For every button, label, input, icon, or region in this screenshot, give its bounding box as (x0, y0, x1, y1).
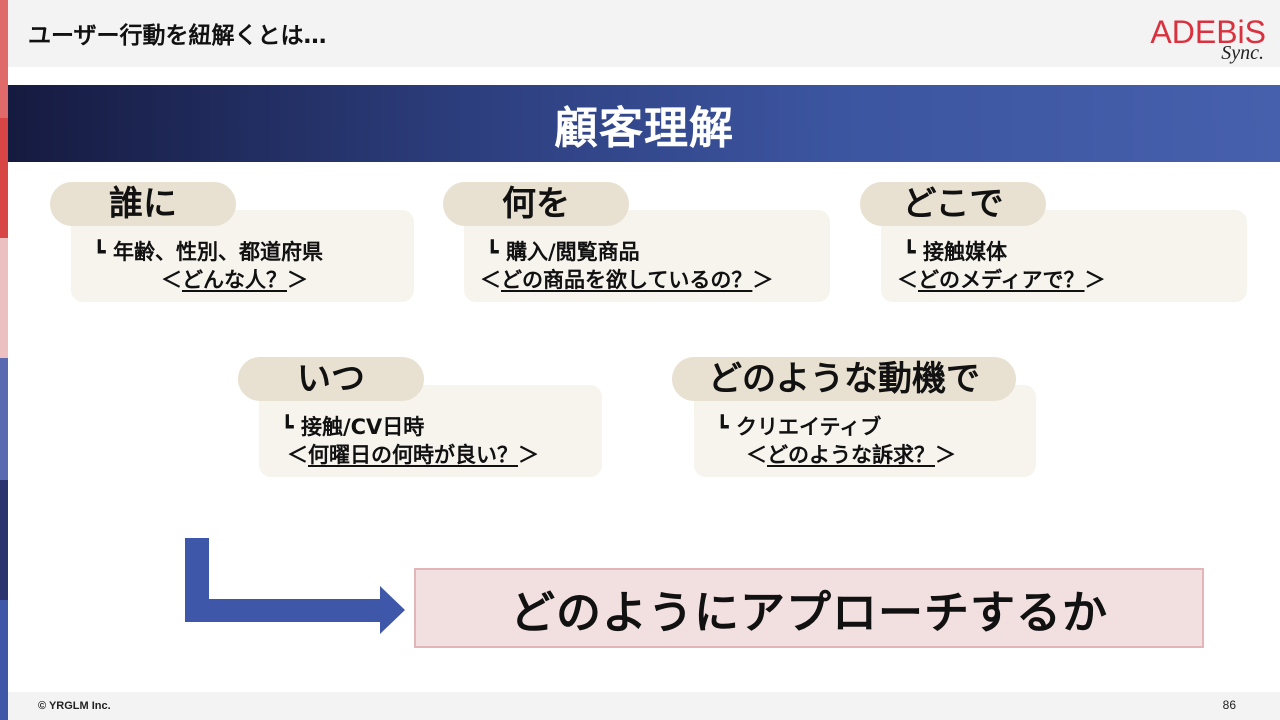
card-detail: ┗ 年齢、性別、都道府県 (93, 240, 323, 264)
section-banner: 顧客理解 (8, 85, 1280, 162)
card-tab-who: 誰に (50, 182, 236, 226)
slide-footer: © YRGLM Inc. 86 (8, 692, 1280, 720)
right-turn-arrow-icon (185, 538, 405, 634)
card-question: ＜どのような訴求？＞ (746, 443, 956, 467)
copyright: © YRGLM Inc. (38, 700, 111, 712)
card-question: ＜どんな人？＞ (161, 268, 308, 292)
card-tab-where: どこで (860, 182, 1046, 226)
left-color-stripe (0, 0, 8, 720)
result-box: どのようにアプローチするか (414, 568, 1204, 648)
card-question: ＜どのメディアで？＞ (897, 268, 1106, 292)
card-detail: ┗ 接触媒体 (903, 240, 1007, 264)
slide-header: ユーザー行動を紐解くとは… (8, 0, 1280, 67)
card-tab-why: どのような動機で (672, 357, 1016, 401)
result-text: どのようにアプローチするか (509, 585, 1108, 639)
logo-sub-text: Sync. (1221, 42, 1264, 64)
page-title: ユーザー行動を紐解くとは… (28, 23, 327, 49)
banner-title: 顧客理解 (554, 102, 734, 154)
card-detail: ┗ クリエイティブ (716, 415, 882, 439)
logo-main-text: ADEBiS (1150, 14, 1266, 50)
card-question: ＜何曜日の何時が良い？＞ (287, 443, 539, 467)
card-detail: ┗ 接触/CV日時 (281, 415, 425, 439)
page-number: 86 (1222, 698, 1236, 712)
card-where: ┗ 接触媒体 ＜どのメディアで？＞ (881, 210, 1247, 302)
card-tab-what: 何を (443, 182, 629, 226)
card-tab-when: いつ (238, 357, 424, 401)
card-question: ＜どの商品を欲しているの？＞ (480, 268, 774, 292)
card-detail: ┗ 購入/閲覧商品 (486, 240, 640, 264)
adebis-logo: ADEBiS Sync. (1126, 14, 1266, 70)
